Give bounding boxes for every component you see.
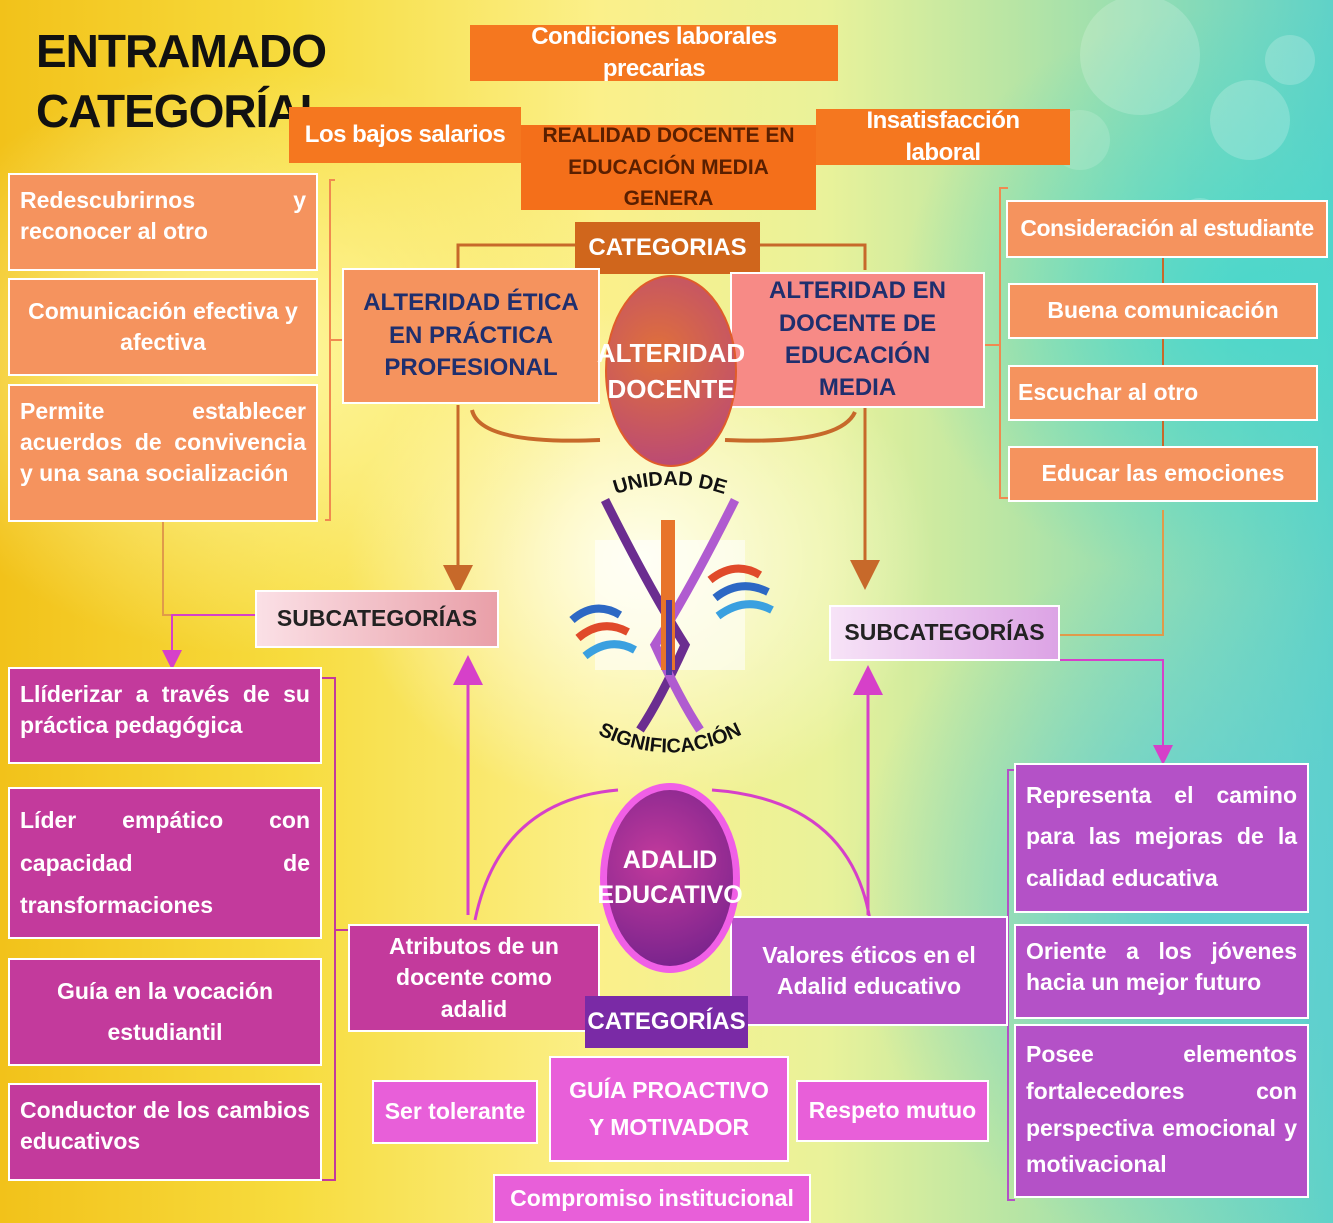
item-redescubrirnos: Redescubrirnos y reconocer al otro: [8, 173, 318, 271]
emblem-unidad-significacion: UNIDAD DE SIGNIFICACIÓN: [569, 470, 774, 758]
item-posee-elementos: Posee elementos fortalecedores con persp…: [1014, 1024, 1309, 1198]
node-realidad-docente: REALIDAD DOCENTE EN EDUCACIÓN MEDIA GENE…: [521, 124, 816, 210]
item-educar-emociones: Educar las emociones: [1008, 446, 1318, 502]
circle-alteridad-docente: ALTERIDAD DOCENTE: [597, 275, 745, 467]
emblem-text-bottom: SIGNIFICACIÓN: [595, 719, 744, 758]
node-condiciones-laborales: Condiciones laborales precarias: [470, 23, 838, 82]
label-categorias-upper: CATEGORIAS: [575, 222, 760, 274]
item-conductor-cambios: Conductor de los cambios educativos: [8, 1083, 322, 1181]
node-atributos-adalid: Atributos de un docente como adalid: [348, 924, 600, 1032]
item-respeto-mutuo: Respeto mutuo: [796, 1080, 989, 1142]
item-representa-camino: Representa el camino para las mejoras de…: [1014, 763, 1309, 913]
circle-adalid-educativo: ADALID EDUCATIVO: [597, 783, 743, 973]
item-compromiso-institucional: Compromiso institucional: [493, 1174, 811, 1223]
item-guia-proactivo: GUÍA PROACTIVO Y MOTIVADOR: [549, 1056, 789, 1162]
node-valores-eticos: Valores éticos en el Adalid educativo: [730, 916, 1008, 1026]
label-categorias-lower: CATEGORÍAS: [585, 996, 748, 1048]
item-liderizar: Llíderizar a través de su práctica pedag…: [8, 667, 322, 764]
node-bajos-salarios: Los bajos salarios: [289, 107, 521, 163]
item-lider-empatico: Líder empático con capacidad de transfor…: [8, 787, 322, 939]
item-permite-acuerdos: Permite establecer acuerdos de convivenc…: [8, 384, 318, 522]
item-comunicacion-efectiva: Comunicación efectiva y afectiva: [8, 278, 318, 376]
label-subcategorias-left: SUBCATEGORÍAS: [255, 590, 499, 648]
title-line-1: ENTRAMADO: [36, 25, 327, 77]
node-insatisfaccion-laboral: Insatisfacción laboral: [816, 107, 1070, 166]
title-line-2: CATEGORÍAL: [36, 84, 328, 137]
item-oriente-jovenes: Oriente a los jóvenes hacia un mejor fut…: [1014, 924, 1309, 1019]
item-escuchar-al-otro: Escuchar al otro: [1008, 365, 1318, 421]
emblem-text-top: UNIDAD DE: [611, 470, 730, 499]
node-alteridad-etica: ALTERIDAD ÉTICA EN PRÁCTICA PROFESIONAL: [342, 268, 600, 404]
item-consideracion-estudiante: Consideración al estudiante: [1006, 200, 1328, 258]
item-guia-vocacion: Guía en la vocación estudiantil: [8, 958, 322, 1066]
node-alteridad-docente-media: ALTERIDAD EN DOCENTE DE EDUCACIÓN MEDIA: [730, 272, 985, 408]
label-subcategorias-right: SUBCATEGORÍAS: [829, 605, 1060, 661]
item-ser-tolerante: Ser tolerante: [372, 1080, 538, 1144]
diagram-title: ENTRAMADO CATEGORÍAL: [36, 22, 328, 147]
item-buena-comunicacion: Buena comunicación: [1008, 283, 1318, 339]
